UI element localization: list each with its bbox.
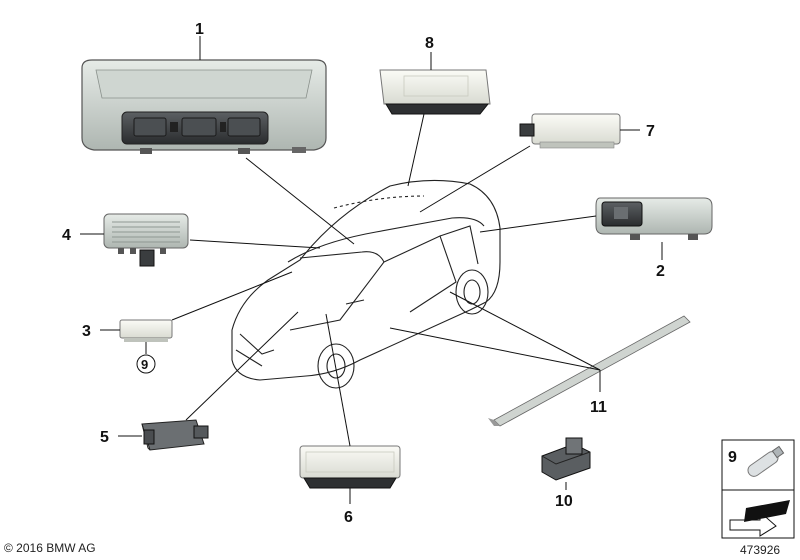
- bulb-icon: [747, 445, 785, 477]
- part-11-light-strip: [488, 315, 691, 427]
- callout-7: 7: [646, 123, 655, 140]
- callout-9: 9: [141, 357, 148, 372]
- part-8-interior-light: [379, 69, 491, 115]
- diagram-reference-number: 473926: [740, 543, 781, 557]
- part-2-rear-light: [595, 197, 713, 240]
- callout-3: 3: [82, 323, 91, 340]
- part-6-trunk-light: [299, 445, 401, 489]
- leader-lines: [80, 36, 663, 504]
- part-4-door-light: [103, 213, 189, 267]
- callout-4: 4: [62, 227, 71, 244]
- callout-6: 6: [344, 509, 353, 526]
- legend-item-9: 9: [728, 449, 737, 466]
- car-outline: [231, 179, 501, 389]
- arrow-icon: [729, 500, 790, 537]
- part-7-reading-light: [519, 113, 621, 149]
- callout-8: 8: [425, 35, 434, 52]
- part-5-sensor: [141, 419, 209, 451]
- callout-9-circle: [136, 354, 156, 374]
- callout-1: 1: [195, 21, 204, 38]
- part-3-small-lamp: [119, 319, 173, 342]
- legend-box: 9: [721, 439, 795, 539]
- part-10-switch: [541, 437, 591, 481]
- callout-2: 2: [656, 263, 665, 280]
- copyright-text: © 2016 BMW AG: [4, 541, 96, 555]
- callout-10: 10: [555, 493, 573, 510]
- part-1-overhead-console: [81, 59, 327, 154]
- callout-5: 5: [100, 429, 109, 446]
- callout-11: 11: [590, 399, 607, 416]
